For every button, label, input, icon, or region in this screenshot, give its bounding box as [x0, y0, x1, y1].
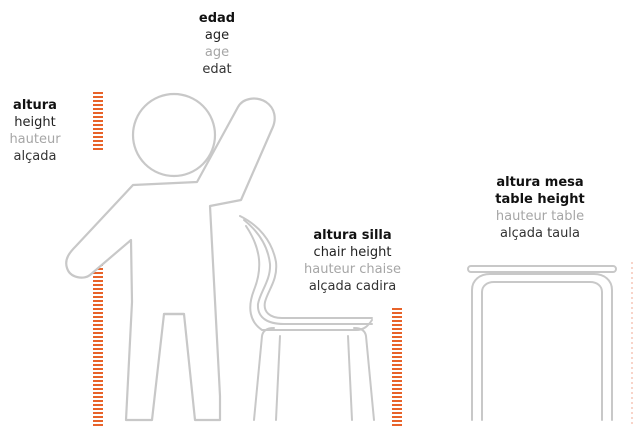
- table-top: [467, 265, 617, 273]
- table-height-label-es: altura mesa: [496, 175, 584, 190]
- height-label-fr: hauteur: [9, 132, 61, 147]
- chair-height-label-ca: alçada cadira: [308, 279, 397, 294]
- chair-figure: [239, 215, 375, 421]
- table-height-label-fr: hauteur table: [495, 209, 585, 224]
- table-legs-outer: [471, 273, 613, 421]
- chair-back-leg: [353, 327, 375, 421]
- height-ruler-top: [93, 92, 103, 152]
- chair-backrest: [239, 215, 373, 319]
- height-label-en: height: [14, 115, 56, 130]
- chair-height-label-fr: hauteur chaise: [304, 262, 401, 277]
- height-ruler-bottom: [93, 262, 103, 427]
- table-figure: [467, 265, 617, 421]
- height-label: altura height hauteur alçada: [0, 97, 70, 165]
- age-label-ca: edat: [202, 62, 232, 77]
- person-head: [131, 92, 217, 178]
- chair-seat: [245, 225, 373, 331]
- person-figure: [65, 92, 276, 422]
- table-height-label-ca: alçada taula: [500, 226, 580, 241]
- person-body: [65, 97, 276, 422]
- age-label-es: edad: [198, 11, 236, 26]
- chair-height-label-es: altura silla: [313, 228, 392, 243]
- age-label-en: age: [204, 28, 230, 43]
- chair-height-label: altura silla chair height hauteur chaise…: [290, 227, 415, 295]
- table-height-label-en: table height: [495, 192, 585, 207]
- age-label-fr: age: [204, 45, 230, 60]
- age-label: edad age age edat: [172, 10, 262, 78]
- table-height-label: altura mesa table height hauteur table a…: [480, 174, 600, 242]
- table-legs-inner: [481, 281, 603, 421]
- height-label-ca: alçada: [13, 149, 57, 164]
- chair-ruler: [392, 307, 402, 427]
- chair-front-leg: [253, 327, 275, 421]
- chair-height-label-en: chair height: [313, 245, 392, 260]
- height-label-es: altura: [13, 98, 57, 113]
